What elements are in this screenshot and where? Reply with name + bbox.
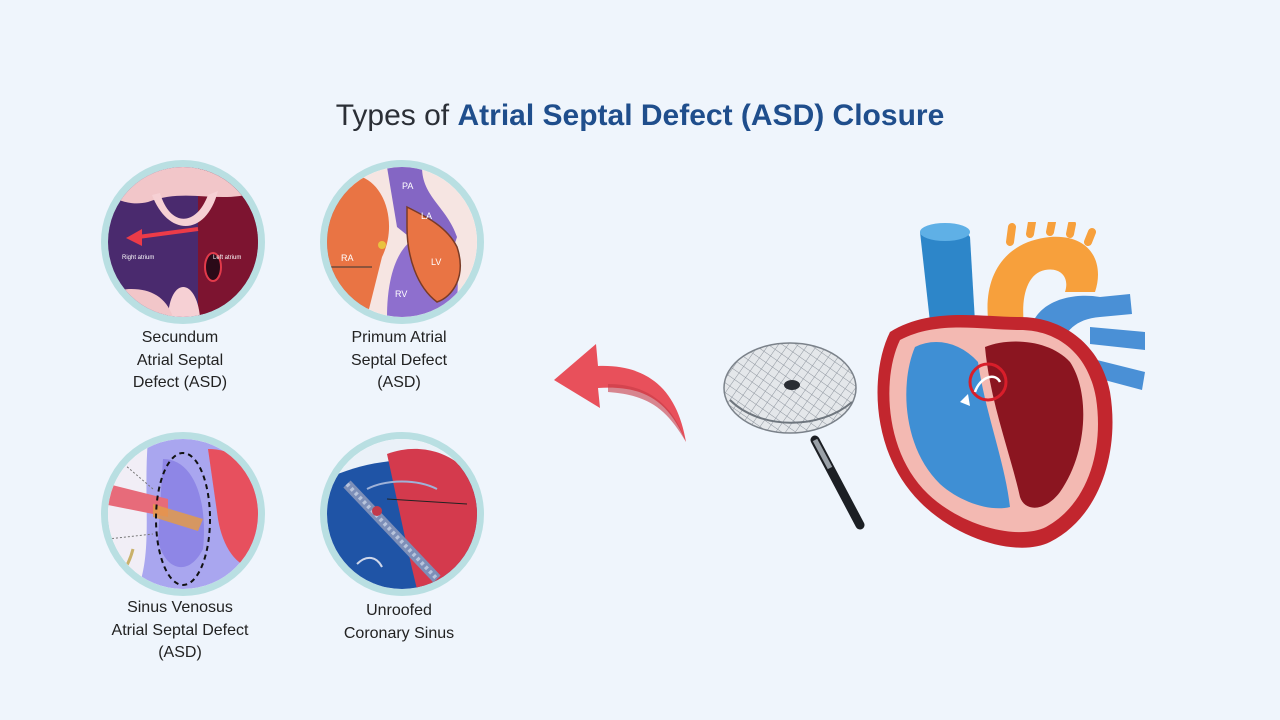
la-label: LA <box>421 211 432 221</box>
secundum-asd-label: Secundum Atrial Septal Defect (ASD) <box>132 329 228 391</box>
right-atrium-label: Right atrium <box>122 255 154 261</box>
title-emphasis: Atrial Septal Defect (ASD) Closure <box>457 99 945 132</box>
septal-occluder-device-icon <box>723 342 865 530</box>
rv-label: RV <box>395 289 407 299</box>
secundum-asd-image: Right atrium Left atrium <box>101 160 265 324</box>
unroofed-coronary-sinus-image <box>320 432 484 596</box>
heart-cross-section-icon <box>877 222 1145 548</box>
unroofed-coronary-sinus-label: Unroofed Coronary Sinus <box>343 602 455 642</box>
primum-asd-label: Primum Atrial Septal Defect (ASD) <box>350 329 448 391</box>
curved-arrow-left-icon <box>554 344 686 442</box>
sinus-venosus-asd-image <box>101 432 265 596</box>
lv-label: LV <box>431 257 441 267</box>
title-prefix: Types of <box>335 99 450 132</box>
primum-asd-image: PA LA RA LV RV <box>320 160 484 324</box>
pa-label: PA <box>402 181 413 191</box>
ra-label: RA <box>341 253 354 263</box>
page-title: Types of Atrial Septal Defect (ASD) Clos… <box>0 96 1280 136</box>
left-atrium-label: Left atrium <box>213 255 241 261</box>
sinus-venosus-asd-label: Sinus Venosus Atrial Septal Defect (ASD) <box>111 599 249 661</box>
